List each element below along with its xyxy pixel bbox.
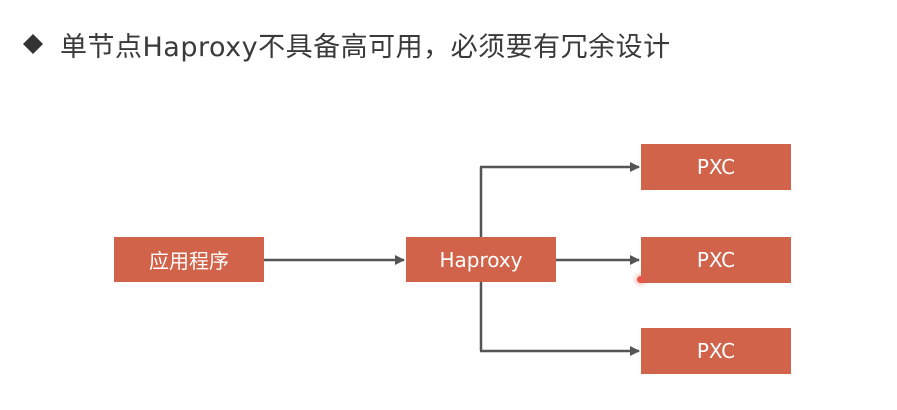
node-pxc-2-label: PXC — [696, 248, 736, 272]
laser-pointer-icon — [637, 276, 644, 283]
node-haproxy: Haproxy — [406, 237, 556, 282]
node-pxc-1-label: PXC — [696, 155, 736, 179]
slide-title-row: 单节点Haproxy不具备高可用，必须要有冗余设计 — [22, 22, 671, 66]
node-app: 应用程序 — [114, 237, 264, 282]
node-haproxy-label: Haproxy — [439, 247, 523, 272]
diamond-bullet-icon — [22, 33, 44, 55]
node-pxc-2: PXC — [641, 237, 791, 283]
slide-title: 单节点Haproxy不具备高可用，必须要有冗余设计 — [60, 31, 671, 63]
node-app-label: 应用程序 — [149, 249, 229, 273]
node-pxc-3-label: PXC — [696, 339, 736, 363]
node-pxc-3: PXC — [641, 328, 791, 374]
node-pxc-1: PXC — [641, 144, 791, 190]
